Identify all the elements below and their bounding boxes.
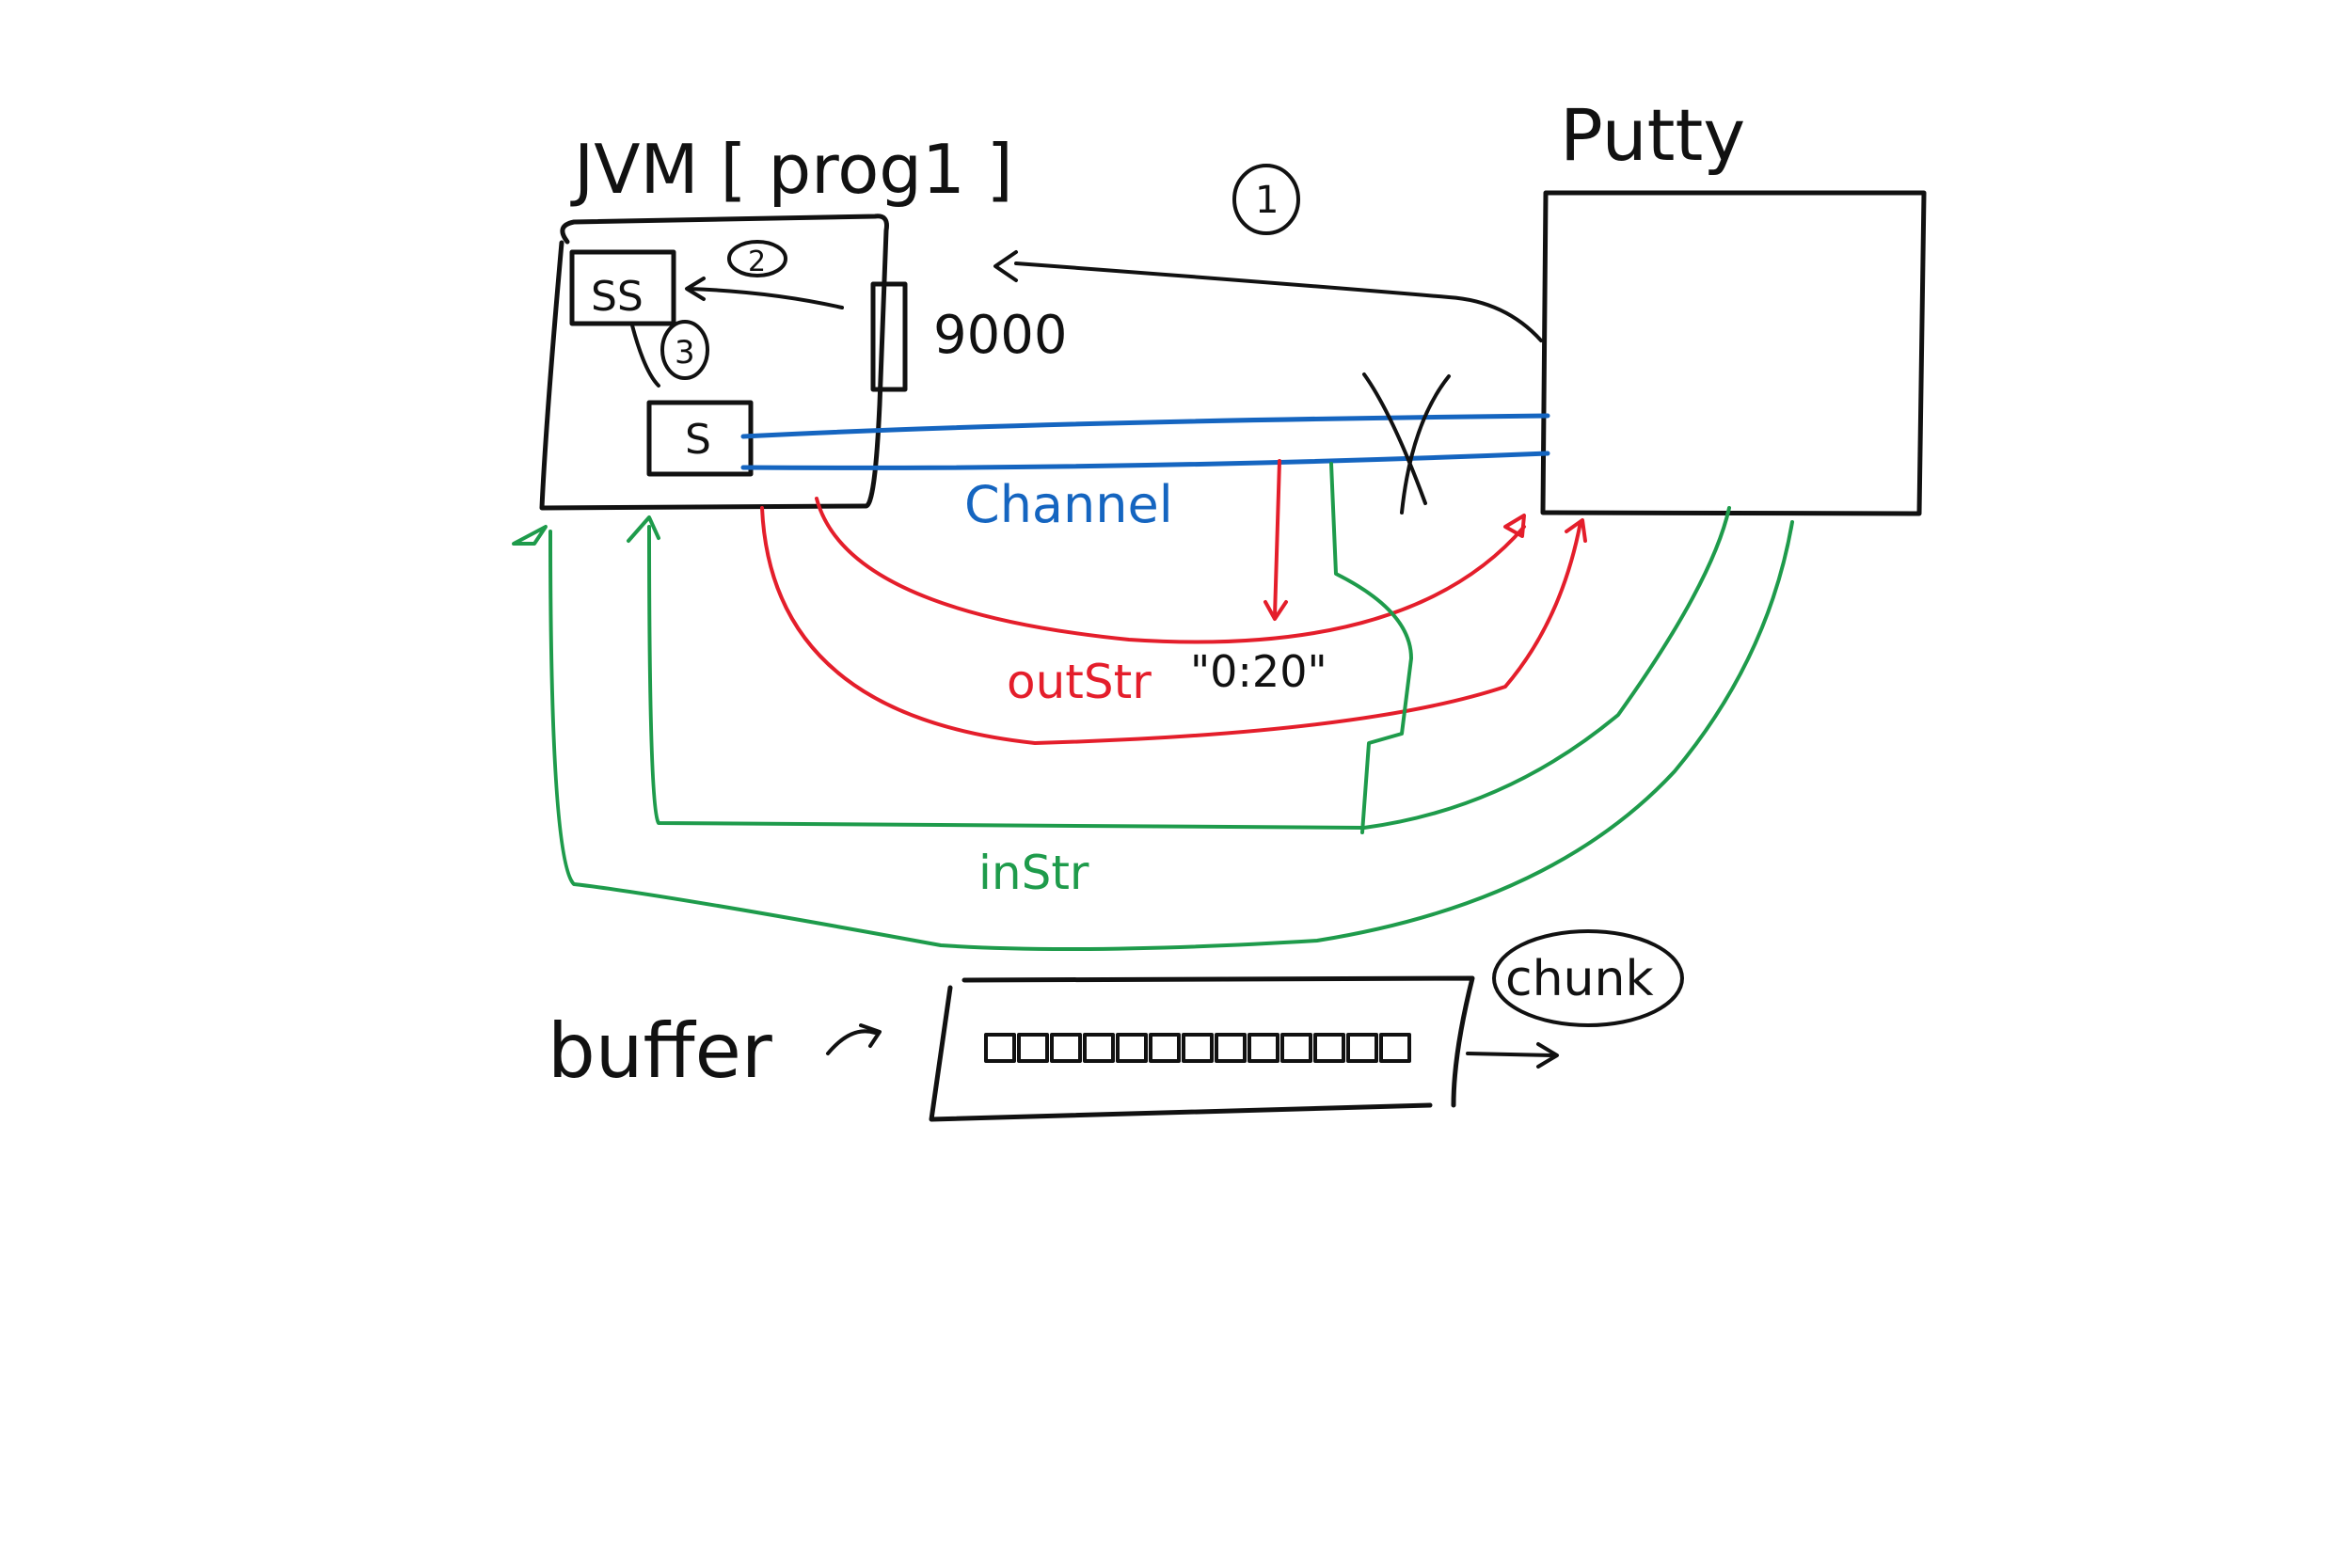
instr-path-outer bbox=[548, 520, 1794, 951]
step1-circle bbox=[1232, 164, 1300, 235]
chunk-label: chunk bbox=[1505, 951, 1654, 1007]
step3-label: 3 bbox=[675, 334, 695, 372]
step2-arrow bbox=[687, 287, 844, 309]
buffer-cell bbox=[1280, 1033, 1312, 1063]
server-socket-box bbox=[569, 249, 676, 326]
buffer-cell bbox=[1346, 1033, 1378, 1063]
buffer-cell bbox=[984, 1033, 1016, 1063]
buffer-cell bbox=[1182, 1033, 1214, 1063]
outstr-path-inner bbox=[815, 497, 1526, 644]
buffer-cell bbox=[1215, 1033, 1247, 1063]
buffer-cell bbox=[1116, 1033, 1148, 1063]
instr-path-inner bbox=[647, 506, 1731, 830]
step3-circle bbox=[660, 320, 709, 380]
instr-arrowhead-right bbox=[627, 515, 660, 543]
instr-branch bbox=[1329, 462, 1413, 834]
buffer-pointer-arrow bbox=[826, 1029, 877, 1055]
cross-mark-b bbox=[1400, 374, 1451, 515]
buffer-cells bbox=[984, 1033, 1411, 1063]
instr-arrowhead-left bbox=[512, 525, 548, 546]
step1-arrow bbox=[1014, 261, 1543, 342]
buffer-label: buffer bbox=[548, 1007, 772, 1095]
channel-line-top bbox=[740, 413, 1550, 439]
buffer-cell bbox=[1379, 1033, 1411, 1063]
chunk-circle bbox=[1492, 929, 1684, 1027]
buffer-pointer-arrowhead bbox=[859, 1023, 882, 1048]
step2-label: 2 bbox=[748, 245, 766, 278]
buffer-cell bbox=[1248, 1033, 1279, 1063]
putty-box bbox=[1540, 190, 1927, 516]
buffer-cell bbox=[1050, 1033, 1082, 1063]
outstr-drop-arrowhead bbox=[1263, 600, 1288, 621]
putty-label: Putty bbox=[1560, 93, 1745, 177]
jvm-label: JVM [ prog1 ] bbox=[570, 130, 1013, 209]
socket-label: S bbox=[685, 416, 711, 464]
buffer-cell bbox=[1313, 1033, 1345, 1063]
step1-arrowhead bbox=[993, 250, 1018, 282]
step1-label: 1 bbox=[1255, 179, 1279, 222]
chunk-arrowhead bbox=[1536, 1042, 1559, 1069]
buffer-cell bbox=[1017, 1033, 1049, 1063]
port-label: 9000 bbox=[933, 305, 1068, 366]
outstr-drop bbox=[1273, 459, 1281, 618]
outstr-arrowhead-1 bbox=[1503, 514, 1526, 538]
buffer-cell bbox=[1083, 1033, 1115, 1063]
cross-mark-a bbox=[1362, 372, 1427, 505]
instr-label: inStr bbox=[978, 846, 1089, 900]
outstr-path-outer bbox=[760, 506, 1582, 745]
server-socket-label: SS bbox=[591, 273, 644, 321]
step2-circle bbox=[727, 240, 787, 277]
buffer-cell bbox=[1149, 1033, 1181, 1063]
port-box bbox=[870, 281, 908, 392]
step2-arrowhead bbox=[685, 277, 706, 301]
outstr-label: outStr bbox=[1007, 655, 1152, 709]
channel-line-bottom bbox=[740, 451, 1550, 470]
chunk-arrow bbox=[1466, 1052, 1554, 1057]
buffer-box bbox=[929, 975, 1475, 1122]
jvm-box bbox=[539, 214, 889, 511]
step3-line bbox=[630, 324, 660, 388]
outstr-value: "0:20" bbox=[1190, 646, 1327, 697]
channel-label: Channel bbox=[964, 475, 1173, 534]
outstr-arrowhead-2 bbox=[1565, 518, 1587, 543]
